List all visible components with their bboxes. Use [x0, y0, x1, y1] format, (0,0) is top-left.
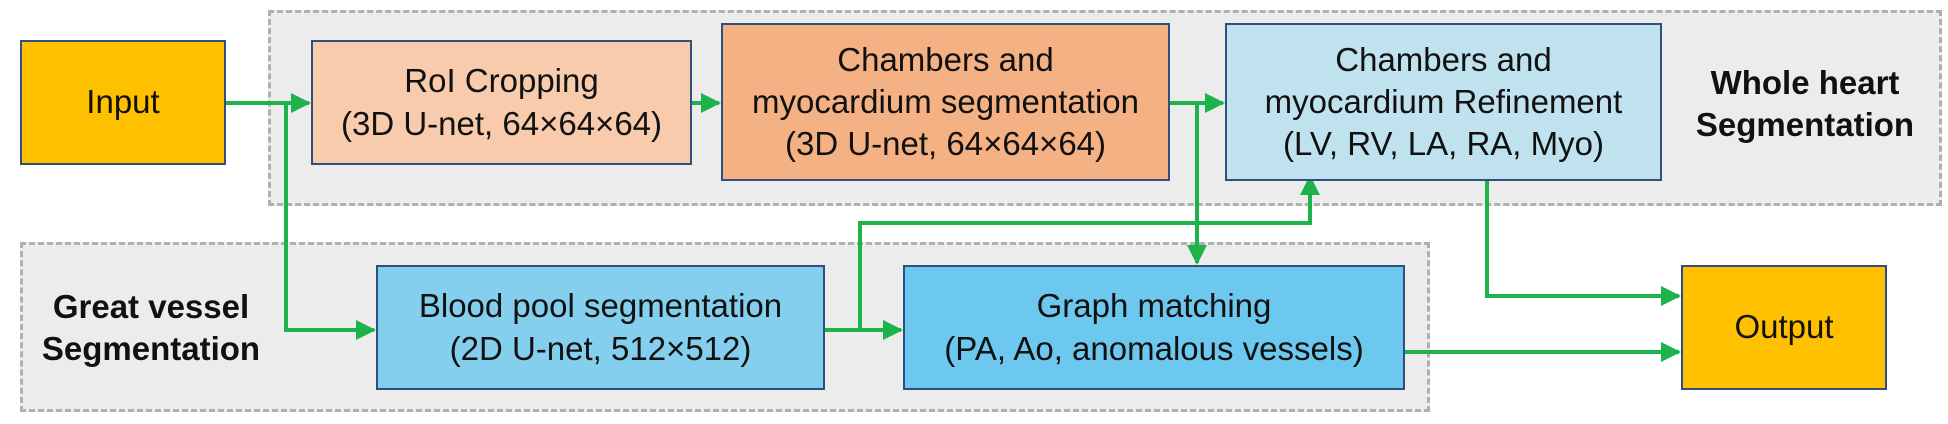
great-vessel-label: Great vessel Segmentation — [26, 286, 276, 370]
chambers-seg-line1: Chambers and — [837, 40, 1054, 78]
great-vessel-label-line1: Great vessel — [52, 288, 250, 325]
output-label: Output — [1734, 308, 1834, 346]
blood-pool-line1: Blood pool segmentation — [418, 287, 783, 325]
refinement-line3: (LV, RV, LA, RA, Myo) — [1283, 125, 1604, 163]
graph-matching-box: Graph matching (PA, Ao, anomalous vessel… — [903, 265, 1405, 390]
chambers-seg-line2: myocardium segmentation — [751, 82, 1139, 120]
blood-pool-box: Blood pool segmentation (2D U-net, 512×5… — [376, 265, 825, 390]
whole-heart-label-line2: Segmentation — [1695, 106, 1915, 144]
input-box: Input — [20, 40, 226, 165]
input-label: Input — [86, 83, 160, 121]
blood-pool-line2: (2D U-net, 512×512) — [449, 329, 752, 367]
refinement-box: Chambers and myocardium Refinement (LV, … — [1225, 23, 1662, 181]
roi-line1: RoI Cropping — [404, 62, 599, 100]
great-vessel-label-line2: Segmentation — [41, 330, 261, 368]
refinement-line1: Chambers and — [1335, 40, 1552, 78]
arrow-input-to-blood-pool — [284, 103, 376, 340]
chambers-seg-line3: (3D U-net, 64×64×64) — [784, 125, 1107, 163]
arrow-blood-pool-to-refinement — [858, 175, 1320, 330]
whole-heart-label: Whole heart Segmentation — [1680, 62, 1930, 146]
arrow-refinement-to-output — [1485, 181, 1681, 306]
chambers-segmentation-box: Chambers and myocardium segmentation (3D… — [721, 23, 1170, 181]
roi-line2: (3D U-net, 64×64×64) — [340, 104, 663, 142]
whole-heart-label-line1: Whole heart — [1710, 64, 1900, 101]
refinement-line2: myocardium Refinement — [1264, 82, 1623, 120]
roi-cropping-box: RoI Cropping (3D U-net, 64×64×64) — [311, 40, 692, 165]
graph-line1: Graph matching — [1036, 287, 1272, 325]
output-box: Output — [1681, 265, 1887, 390]
graph-line2: (PA, Ao, anomalous vessels) — [944, 329, 1364, 367]
